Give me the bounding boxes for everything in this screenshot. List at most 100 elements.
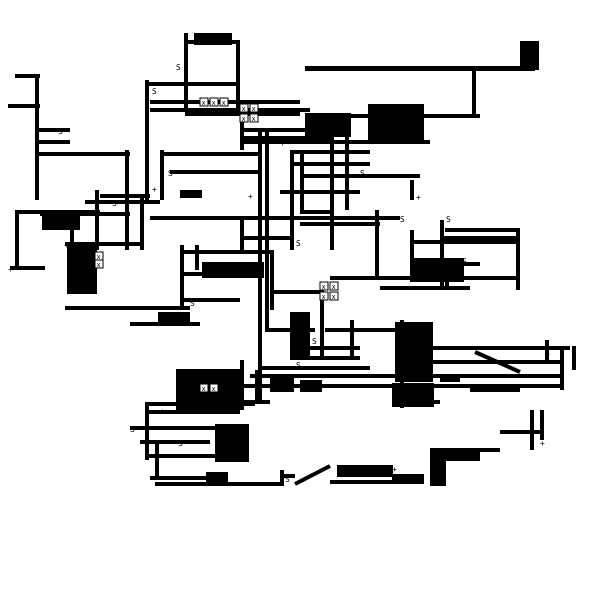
diagonal-corridor: [474, 350, 521, 374]
wall-segment: [130, 426, 220, 430]
room-block: [290, 312, 310, 360]
door-icon: x: [239, 103, 249, 113]
wall-segment: [180, 298, 240, 302]
item-icon: +: [152, 185, 157, 194]
wall-segment: [145, 80, 149, 200]
wall-segment: [40, 212, 130, 216]
svg-text:x: x: [252, 115, 256, 123]
wall-segment: [375, 210, 379, 276]
stairs-icon: S: [130, 425, 135, 434]
door-icon: x: [94, 259, 104, 269]
wall-segment: [290, 150, 294, 250]
wall-segment: [516, 228, 520, 290]
wall-segment: [440, 236, 520, 240]
wall-segment: [300, 150, 304, 210]
room-block: [158, 312, 190, 326]
door-icon: x: [199, 383, 209, 393]
wall-segment: [184, 33, 188, 110]
wall-segment: [260, 366, 370, 370]
wall-segment: [150, 108, 310, 112]
stairs-icon: S: [176, 63, 181, 72]
wall-segment: [150, 476, 210, 480]
wall-segment: [280, 190, 360, 194]
stairs-icon: S: [545, 349, 550, 358]
wall-segment: [150, 216, 400, 220]
room-block: [432, 460, 446, 486]
room-block: [392, 383, 434, 407]
wall-segment: [240, 120, 244, 150]
room-block: [180, 190, 202, 198]
room-block: [67, 246, 97, 294]
stairs-icon: S: [152, 87, 157, 96]
room-block: [42, 212, 80, 230]
wall-segment: [445, 228, 520, 232]
wall-segment: [400, 360, 560, 364]
item-markers: ++++++++++: [8, 139, 545, 474]
wall-segment: [195, 245, 199, 270]
wall-segment: [410, 180, 414, 200]
wall-segment: [380, 286, 470, 290]
stairs-icon: S: [238, 369, 243, 378]
door-icon: x: [249, 103, 259, 113]
wall-segment: [280, 470, 284, 486]
stairs-icon: S: [58, 127, 63, 136]
item-icon: +: [280, 139, 285, 148]
stairs-icon: S: [285, 475, 290, 484]
wall-segment: [145, 82, 236, 86]
stairs-icon: S: [400, 215, 405, 224]
room-block: [337, 465, 393, 477]
item-icon: +: [540, 439, 545, 448]
stairs-icon: S: [178, 439, 183, 448]
svg-text:x: x: [242, 115, 246, 123]
door-icon: x: [249, 113, 259, 123]
svg-text:x: x: [252, 105, 256, 113]
wall-segment: [545, 340, 549, 360]
door-icon: x: [239, 113, 249, 123]
wall-segment: [410, 240, 520, 244]
wall-segment: [400, 346, 570, 350]
stairs-icon: S: [462, 257, 467, 266]
item-icon: +: [8, 265, 13, 274]
svg-text:x: x: [332, 283, 336, 291]
wall-segment: [35, 128, 39, 152]
wall-segment: [320, 290, 324, 360]
wall-segment: [255, 370, 259, 400]
wall-segment: [240, 140, 430, 144]
room-block: [206, 472, 228, 484]
wall-segment: [236, 40, 240, 110]
wall-segment: [540, 410, 544, 440]
wall-segment: [345, 120, 349, 210]
wall-segment: [140, 440, 210, 444]
wall-segment: [572, 346, 576, 370]
wall-segment: [180, 245, 184, 310]
wall-segment: [470, 388, 520, 392]
door-icon: x: [329, 281, 339, 291]
wall-segment: [472, 66, 476, 114]
svg-text:x: x: [332, 293, 336, 301]
wall-segment: [440, 220, 444, 290]
wall-segment: [310, 346, 360, 350]
stairs-icon: S: [360, 169, 365, 178]
svg-text:x: x: [202, 385, 206, 393]
room-block: [202, 262, 264, 278]
wall-segment: [15, 210, 19, 270]
wall-segment: [440, 378, 460, 382]
stairs-icon: S: [312, 337, 317, 346]
wall-segment: [410, 230, 414, 276]
wall-segment: [265, 130, 269, 330]
room-block: [430, 449, 480, 461]
stairs-icon: S: [168, 169, 173, 178]
wall-segment: [85, 200, 160, 204]
room-block: [194, 33, 232, 45]
diagonal-corridor: [294, 464, 331, 486]
wall-segment: [180, 250, 270, 254]
stairs-icon: S: [296, 239, 301, 248]
wall-segment: [325, 328, 400, 332]
wall-segment: [300, 210, 330, 214]
wall-segment: [35, 140, 70, 144]
wall-segment: [330, 480, 400, 484]
stairs-icon: S: [296, 361, 301, 370]
wall-segment: [65, 306, 190, 310]
wall-segment: [35, 128, 70, 132]
